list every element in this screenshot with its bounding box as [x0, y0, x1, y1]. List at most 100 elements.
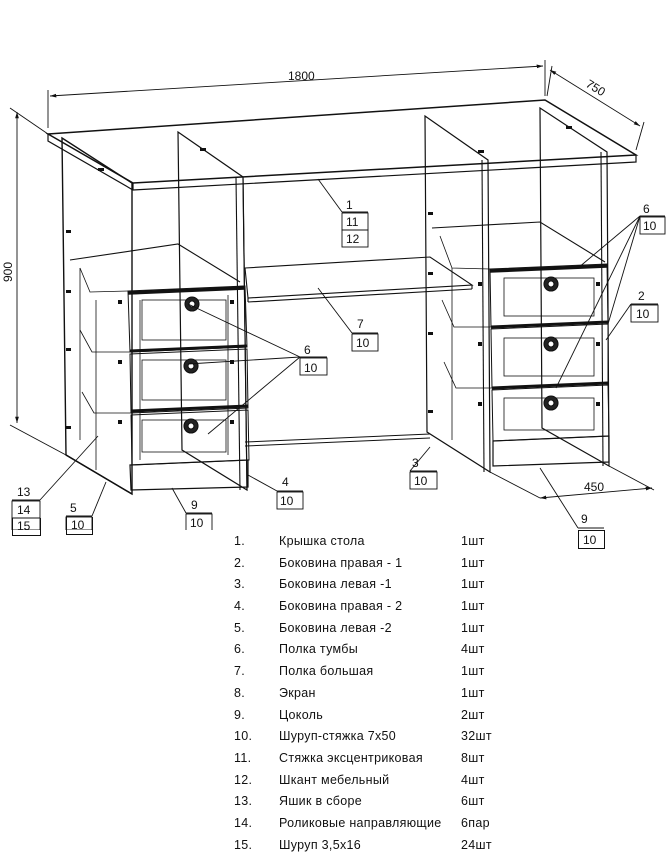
- part-number: 3.: [234, 577, 246, 592]
- part-number: 10.: [234, 729, 253, 744]
- dimension-pedestal-depth: [489, 465, 655, 500]
- part-name: Боковина левая -1: [279, 577, 392, 592]
- callout-part-9-right-qty-box: 10: [578, 530, 605, 549]
- dimension-width: [47, 60, 546, 128]
- callout-part-7: [317, 287, 379, 352]
- callout-part-3-qty: 10: [414, 474, 428, 488]
- callout-part-9-right-qty: 10: [583, 533, 597, 547]
- part-number: 11.: [234, 750, 252, 765]
- callout-part-3-num: 3: [412, 456, 419, 470]
- parts-list-row: 7. Полка большая 1шт: [232, 661, 532, 683]
- part-number: 13.: [234, 794, 253, 809]
- part-number: 9.: [234, 707, 246, 722]
- callout-part-9-left: [171, 487, 213, 530]
- right-pedestal: [424, 106, 610, 474]
- parts-list-row: 15. Шуруп 3,5х16 24шт: [232, 835, 532, 857]
- callout-part-1: [317, 178, 369, 248]
- callout-part-7-qty: 10: [356, 336, 370, 350]
- callout-part-2: [605, 303, 659, 341]
- callout-part-6-left-qty: 10: [304, 361, 318, 375]
- callout-part-9-right-num: 9: [581, 512, 588, 526]
- parts-list-row: 13. Яшик в сборе 6шт: [232, 791, 532, 813]
- part-quantity: 1шт: [461, 534, 485, 548]
- part-quantity: 1шт: [461, 620, 485, 635]
- part-name: Полка большая: [279, 664, 374, 679]
- part-number: 12.: [234, 772, 253, 787]
- part-name: Шкант мебельный: [279, 772, 390, 787]
- part-number: 7.: [234, 664, 246, 679]
- part-name: Экран: [279, 685, 316, 700]
- part-quantity: 8шт: [461, 750, 485, 765]
- callout-part-2-num: 2: [638, 289, 645, 303]
- part-quantity: 2шт: [461, 707, 485, 722]
- callout-part-2-qty: 10: [636, 307, 650, 321]
- part-number: 15.: [234, 837, 253, 852]
- callout-part-6-left-num: 6: [304, 343, 311, 357]
- part-name: Боковина правая - 1: [279, 555, 403, 570]
- dimension-depth-label: 750: [583, 77, 608, 100]
- part-name: Цоколь: [279, 707, 324, 722]
- callout-part-6-left: [187, 303, 328, 435]
- back-screen: [244, 433, 431, 447]
- part-quantity: 1шт: [461, 555, 485, 570]
- dimension-width-label: 1800: [288, 69, 315, 83]
- part-name: Стяжка эксцентриковая: [279, 750, 423, 765]
- part-name: Яшик в сборе: [279, 794, 362, 809]
- part-number: 2.: [234, 555, 246, 570]
- part-quantity: 1шт: [461, 577, 485, 592]
- part-name: Полка тумбы: [279, 642, 358, 657]
- part-name: Шуруп 3,5х16: [279, 837, 361, 852]
- parts-list-row: 3. Боковина левая -1 1шт: [232, 574, 532, 596]
- callout-part-1-extra: 12: [346, 232, 360, 246]
- parts-list-row: 9. Цоколь 2шт: [232, 705, 532, 727]
- part-quantity: 32шт: [461, 729, 492, 744]
- callout-part-1-qty: 11: [346, 215, 359, 229]
- callout-part-13-extra: 15: [17, 519, 31, 533]
- left-pedestal: [61, 130, 250, 496]
- parts-list: 1. Крышка стола 1шт 2. Боковина правая - 1 1ш…: [232, 531, 532, 856]
- part-number: 1.: [234, 534, 246, 548]
- part-number: 6.: [234, 642, 246, 657]
- callout-part-6-right-num: 6: [643, 202, 650, 216]
- part-quantity: 4шт: [461, 772, 485, 787]
- callout-part-1-num: 1: [346, 198, 353, 212]
- dimension-pedestal-depth-label: 450: [584, 480, 604, 494]
- callout-part-7-num: 7: [357, 317, 364, 331]
- part-quantity: 6шт: [461, 794, 485, 809]
- part-number: 5.: [234, 620, 246, 635]
- callout-part-9-left-qty: 10: [190, 516, 204, 530]
- callout-part-5-qty-box: 10: [66, 517, 93, 535]
- callout-part-13-extra-box: 15: [12, 518, 41, 536]
- parts-list-row: 11. Стяжка эксцентриковая 8шт: [232, 748, 532, 770]
- callout-part-3: [409, 446, 438, 490]
- part-name: Роликовые направляющие: [279, 815, 442, 830]
- callout-part-4: [247, 474, 304, 510]
- part-quantity: 24шт: [461, 837, 492, 852]
- part-quantity: 1шт: [461, 599, 485, 614]
- dimension-height: [9, 107, 67, 456]
- parts-list-row: 6. Полка тумбы 4шт: [232, 639, 532, 661]
- part-name: Боковина правая - 2: [279, 599, 403, 614]
- part-number: 14.: [234, 815, 253, 830]
- callout-part-13-num: 13: [17, 485, 31, 499]
- part-quantity: 1шт: [461, 685, 485, 700]
- dimension-depth: [546, 65, 645, 151]
- parts-list-row: 12. Шкант мебельный 4шт: [232, 770, 532, 792]
- large-shelf: [244, 256, 474, 303]
- parts-list-row: 1. Крышка стола 1шт: [232, 531, 532, 553]
- callout-part-5-num: 5: [70, 501, 77, 515]
- callout-part-4-qty: 10: [280, 494, 294, 508]
- part-name: Крышка стола: [279, 534, 365, 548]
- callout-overflow: 15 10 10: [0, 517, 668, 550]
- part-quantity: 6пар: [461, 815, 490, 830]
- part-quantity: 1шт: [461, 664, 485, 679]
- callout-part-4-num: 4: [282, 475, 289, 489]
- parts-list-row: 14. Роликовые направляющие 6пар: [232, 813, 532, 835]
- part-quantity: 4шт: [461, 642, 485, 657]
- callout-part-5-qty: 10: [71, 518, 85, 532]
- tabletop: [45, 99, 639, 191]
